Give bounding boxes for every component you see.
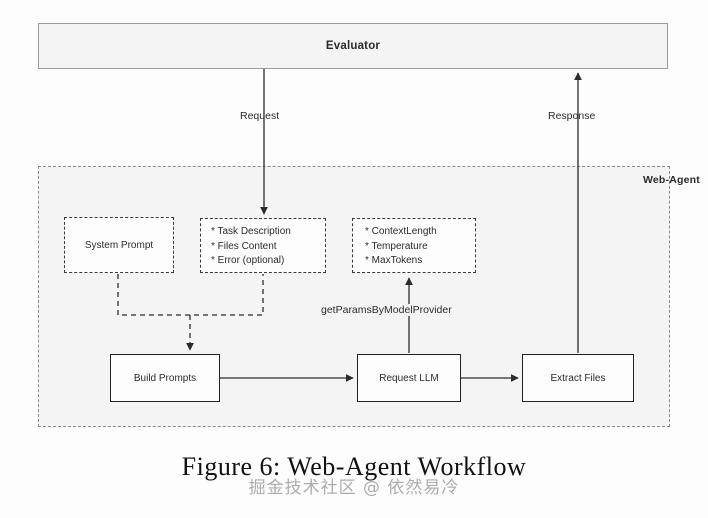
- edge-label-request: Request: [240, 110, 280, 122]
- task-description-list: Task Description Files Content Error (op…: [211, 225, 325, 269]
- list-item: Temperature: [365, 240, 475, 255]
- list-item: MaxTokens: [365, 254, 475, 269]
- request-llm-node: Request LLM: [357, 354, 461, 402]
- evaluator-node: Evaluator: [38, 23, 668, 69]
- system-prompt-node: System Prompt: [64, 217, 174, 273]
- build-prompts-node: Build Prompts: [110, 354, 220, 402]
- extract-files-node: Extract Files: [522, 354, 634, 402]
- list-item: Task Description: [211, 225, 325, 240]
- edge-label-get-params: getParamsByModelProvider: [319, 304, 454, 316]
- edge-label-response: Response: [548, 110, 596, 122]
- model-params-list: ContextLength Temperature MaxTokens: [365, 225, 475, 269]
- list-item: Files Content: [211, 240, 325, 255]
- web-agent-region-label: Web-Agent: [642, 174, 700, 186]
- list-item: ContextLength: [365, 225, 475, 240]
- watermark-text: 掘金技术社区 @ 依然易冷: [248, 478, 460, 498]
- model-params-node: ContextLength Temperature MaxTokens: [352, 218, 476, 273]
- task-description-node: Task Description Files Content Error (op…: [200, 218, 326, 273]
- figure-caption: Figure 6: Web-Agent Workflow: [181, 452, 527, 481]
- list-item: Error (optional): [211, 254, 325, 269]
